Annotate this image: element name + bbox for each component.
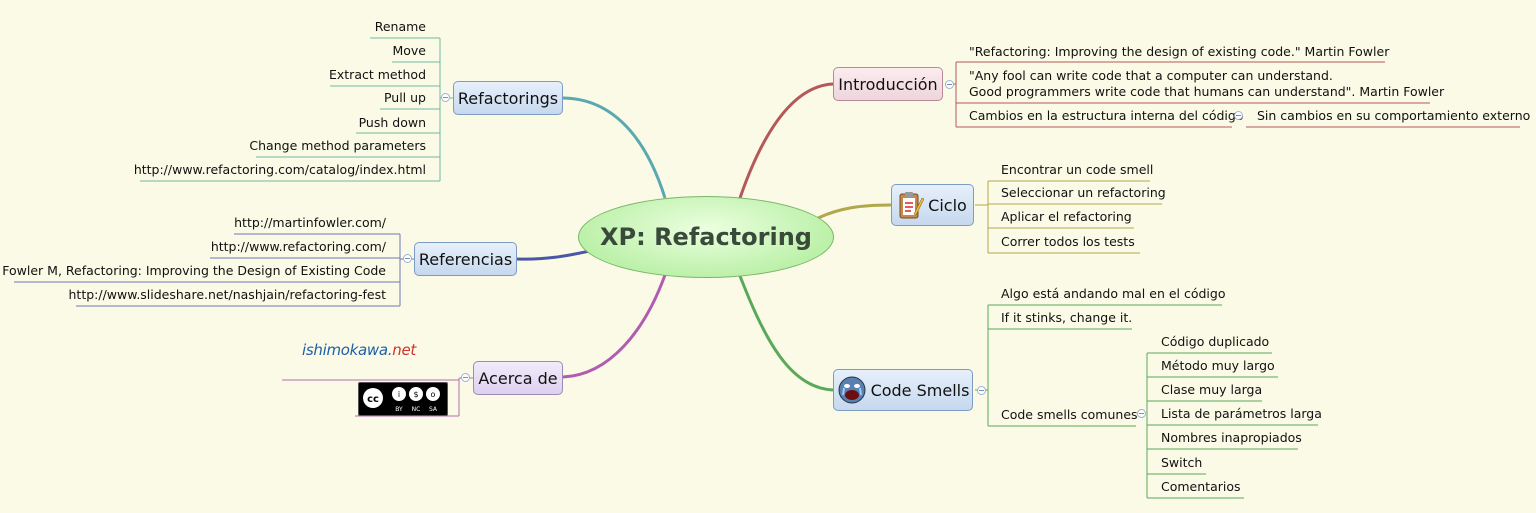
intro-quote-any-fool-line2[interactable]: Good programmers write code that humans …	[969, 84, 1445, 99]
ciclo-step-1[interactable]: Encontrar un code smell	[1001, 162, 1154, 177]
subtopic-refactoring-catalog-link[interactable]: http://www.refactoring.com/catalog/index…	[133, 162, 426, 177]
svg-text:o: o	[431, 390, 436, 399]
reference-martinfowler[interactable]: http://martinfowler.com/	[234, 215, 386, 230]
smell-metodo-largo[interactable]: Método muy largo	[1161, 358, 1275, 373]
logo-suffix: net	[392, 341, 416, 359]
reference-refactoring-com[interactable]: http://www.refactoring.com/	[210, 239, 386, 254]
topic-refactorings-label: Refactorings	[457, 88, 559, 108]
svg-text:NC: NC	[412, 406, 421, 413]
smells-comunes[interactable]: Code smells comunes	[1001, 407, 1138, 422]
intro-quote-any-fool-line1[interactable]: "Any fool can write code that a computer…	[969, 68, 1333, 83]
collapse-icon[interactable]	[403, 254, 412, 263]
topic-referencias[interactable]: Referencias	[414, 242, 517, 276]
lshimokawa-logo[interactable]: ishimokawa.net	[302, 341, 416, 359]
smell-comentarios[interactable]: Comentarios	[1161, 479, 1241, 494]
smell-nombres-inapropiados[interactable]: Nombres inapropiados	[1161, 430, 1302, 445]
topic-introduccion[interactable]: Introducción	[833, 67, 943, 101]
collapse-icon[interactable]	[1234, 111, 1243, 120]
smell-lista-parametros[interactable]: Lista de parámetros larga	[1161, 406, 1322, 421]
topic-refactorings[interactable]: Refactorings	[453, 81, 563, 115]
subtopic-push-down[interactable]: Push down	[358, 115, 426, 130]
logo-text: ishimokawa.	[302, 341, 393, 359]
svg-text:$: $	[413, 390, 418, 399]
collapse-icon[interactable]	[461, 373, 470, 382]
intro-cambios-estructura[interactable]: Cambios en la estructura interna del cód…	[969, 108, 1244, 123]
topic-acerca-de[interactable]: Acerca de	[473, 361, 563, 395]
ciclo-step-4[interactable]: Correr todos los tests	[1001, 234, 1135, 249]
clipboard-icon	[899, 192, 925, 219]
subtopic-extract-method[interactable]: Extract method	[328, 67, 426, 82]
subtopic-change-method-parameters[interactable]: Change method parameters	[249, 138, 426, 153]
collapse-icon[interactable]	[1137, 409, 1146, 418]
topic-ciclo-label: Ciclo	[928, 195, 967, 215]
intro-quote-refactoring[interactable]: "Refactoring: Improving the design of ex…	[969, 44, 1390, 59]
creative-commons-badge[interactable]: cc i $ o BY NC SA	[358, 382, 448, 416]
collapse-icon[interactable]	[977, 386, 986, 395]
svg-text:BY: BY	[395, 406, 403, 413]
smell-codigo-duplicado[interactable]: Código duplicado	[1161, 334, 1270, 349]
smell-switch[interactable]: Switch	[1161, 455, 1203, 470]
intro-sin-cambios[interactable]: Sin cambios en su comportamiento externo	[1257, 108, 1531, 123]
topic-code-smells[interactable]: Code Smells	[833, 369, 973, 411]
smell-clase-larga[interactable]: Clase muy larga	[1161, 382, 1263, 397]
collapse-icon[interactable]	[945, 80, 954, 89]
crying-face-icon	[838, 376, 866, 404]
subtopic-rename[interactable]: Rename	[374, 19, 426, 34]
topic-ciclo[interactable]: Ciclo	[891, 184, 974, 226]
smells-algo-mal[interactable]: Algo está andando mal en el código	[1001, 286, 1226, 301]
topic-introduccion-label: Introducción	[838, 74, 938, 94]
creative-commons-icon: cc i $ o BY NC SA	[363, 387, 440, 413]
topic-code-smells-label: Code Smells	[870, 380, 970, 400]
reference-slideshare[interactable]: http://www.slideshare.net/nashjain/refac…	[68, 287, 387, 302]
reference-fowler-book[interactable]: Fowler M, Refactoring: Improving the Des…	[2, 263, 386, 278]
svg-text:cc: cc	[367, 394, 379, 405]
topic-acerca-de-label: Acerca de	[478, 368, 558, 388]
ciclo-step-3[interactable]: Aplicar el refactoring	[1001, 209, 1132, 224]
svg-text:i: i	[398, 390, 400, 399]
subtopic-pull-up[interactable]: Pull up	[383, 90, 426, 105]
svg-text:SA: SA	[429, 406, 438, 413]
ciclo-step-2[interactable]: Seleccionar un refactoring	[1001, 185, 1166, 200]
smells-if-it-stinks[interactable]: If it stinks, change it.	[1001, 310, 1133, 325]
topic-referencias-label: Referencias	[418, 249, 513, 269]
central-topic[interactable]: XP: Refactoring	[578, 196, 834, 278]
subtopic-move[interactable]: Move	[392, 43, 426, 58]
collapse-icon[interactable]	[441, 93, 450, 102]
